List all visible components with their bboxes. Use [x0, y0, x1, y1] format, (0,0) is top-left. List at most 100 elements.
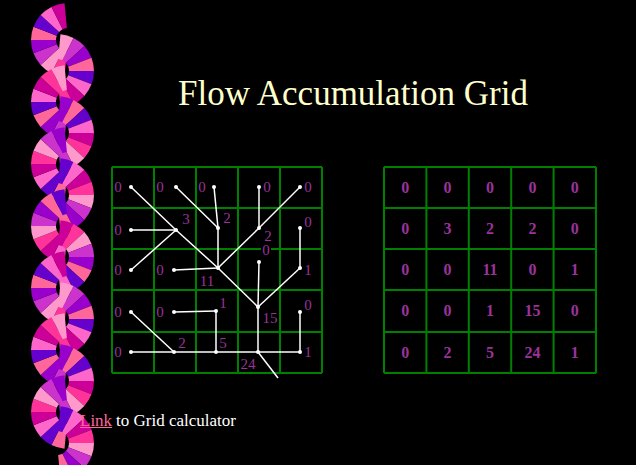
grid-line	[112, 289, 322, 291]
accumulation-value: 11	[482, 262, 497, 278]
ribbon-stripe	[31, 288, 57, 301]
accumulation-value: 15	[524, 303, 540, 319]
flow-line	[299, 312, 301, 352]
ribbon-stripe	[51, 313, 66, 339]
flow-line	[174, 268, 218, 270]
ribbon-stripe	[68, 182, 94, 195]
accumulation-value: 0	[528, 262, 536, 278]
grid-line	[510, 167, 512, 373]
grid-line	[384, 166, 596, 168]
ribbon-stripe	[58, 454, 73, 465]
ribbon-stripe	[68, 58, 94, 71]
cell-dot	[172, 310, 176, 314]
flow-line	[131, 312, 174, 352]
grid-line	[112, 372, 322, 374]
grid-line	[237, 167, 239, 373]
accumulation-value: 1	[571, 262, 579, 278]
cell-dot	[216, 266, 220, 270]
flow-count: 0	[155, 263, 165, 278]
grid-line	[195, 167, 197, 373]
flow-line	[258, 262, 259, 307]
cell-dot	[256, 305, 260, 309]
cell-dot	[129, 268, 133, 272]
flow-count: 15	[262, 311, 279, 326]
accumulation-value: 0	[401, 303, 409, 319]
ribbon-stripe	[31, 412, 57, 425]
flow-count: 0	[113, 263, 123, 278]
grid-line	[425, 167, 427, 373]
flow-line	[131, 230, 176, 270]
flow-line	[214, 187, 218, 228]
cell-dot	[129, 350, 133, 354]
cell-dot	[129, 228, 133, 232]
accumulation-value: 1	[571, 345, 579, 361]
ribbon-decoration	[31, 3, 94, 465]
ribbon-stripe	[31, 164, 57, 177]
cell-dot	[214, 350, 218, 354]
ribbon-stripe	[68, 244, 94, 257]
accumulation-value: 0	[401, 345, 409, 361]
grid-line	[384, 331, 596, 333]
cell-dot	[256, 350, 260, 354]
accumulation-grid	[384, 167, 596, 373]
ribbon-stripe	[68, 368, 94, 381]
flow-line	[258, 268, 300, 307]
flow-line	[174, 311, 216, 312]
flow-count: 0	[303, 180, 313, 195]
cell-dot	[129, 185, 133, 189]
flow-line	[131, 351, 174, 353]
flow-count: 2	[177, 336, 187, 351]
cell-dot	[298, 310, 302, 314]
accumulation-value: 0	[401, 221, 409, 237]
ribbon-stripe	[68, 430, 94, 443]
accumulation-value: 0	[571, 180, 579, 196]
cell-dot	[129, 310, 133, 314]
ribbon-stripe	[31, 226, 57, 239]
cell-dot	[257, 260, 261, 264]
cell-dot	[172, 350, 176, 354]
accumulation-value: 2	[486, 221, 494, 237]
accumulation-value: 5	[486, 345, 494, 361]
accumulation-value: 0	[486, 180, 494, 196]
flow-count: 0	[113, 345, 123, 360]
grid-line	[595, 167, 597, 373]
grid-line	[553, 167, 555, 373]
flow-line	[131, 187, 176, 230]
flow-count: 1	[303, 263, 313, 278]
flow-count: 24	[240, 357, 257, 372]
flow-count: 0	[262, 180, 272, 195]
accumulation-value: 1	[486, 303, 494, 319]
accumulation-value: 3	[444, 221, 452, 237]
flow-line	[257, 307, 259, 352]
accumulation-value: 0	[401, 262, 409, 278]
accumulation-value: 0	[571, 221, 579, 237]
accumulation-value: 24	[524, 345, 540, 361]
flow-count: 2	[222, 211, 232, 226]
outlet-line	[258, 352, 278, 378]
cell-dot	[298, 226, 302, 230]
grid-line	[112, 207, 322, 209]
accumulation-value: 0	[444, 180, 452, 196]
flow-line	[218, 228, 259, 268]
link-text: Link	[80, 412, 112, 429]
cell-dot	[298, 266, 302, 270]
flow-line	[216, 351, 258, 353]
cell-dot	[216, 226, 220, 230]
flow-line	[174, 351, 216, 353]
flow-line	[176, 230, 218, 268]
flow-count: 1	[303, 345, 313, 360]
grid-line	[112, 166, 322, 168]
ribbon-stripe	[31, 40, 57, 53]
grid-line	[384, 289, 596, 291]
ribbon-stripe	[31, 350, 57, 363]
accumulation-value: 2	[528, 221, 536, 237]
ribbon-stripe	[51, 251, 66, 277]
grid-line	[384, 207, 596, 209]
cell-dot	[174, 228, 178, 232]
cell-dot	[298, 185, 302, 189]
accumulation-value: 0	[444, 262, 452, 278]
ribbon-stripe	[51, 3, 66, 29]
accumulation-value: 2	[444, 345, 452, 361]
